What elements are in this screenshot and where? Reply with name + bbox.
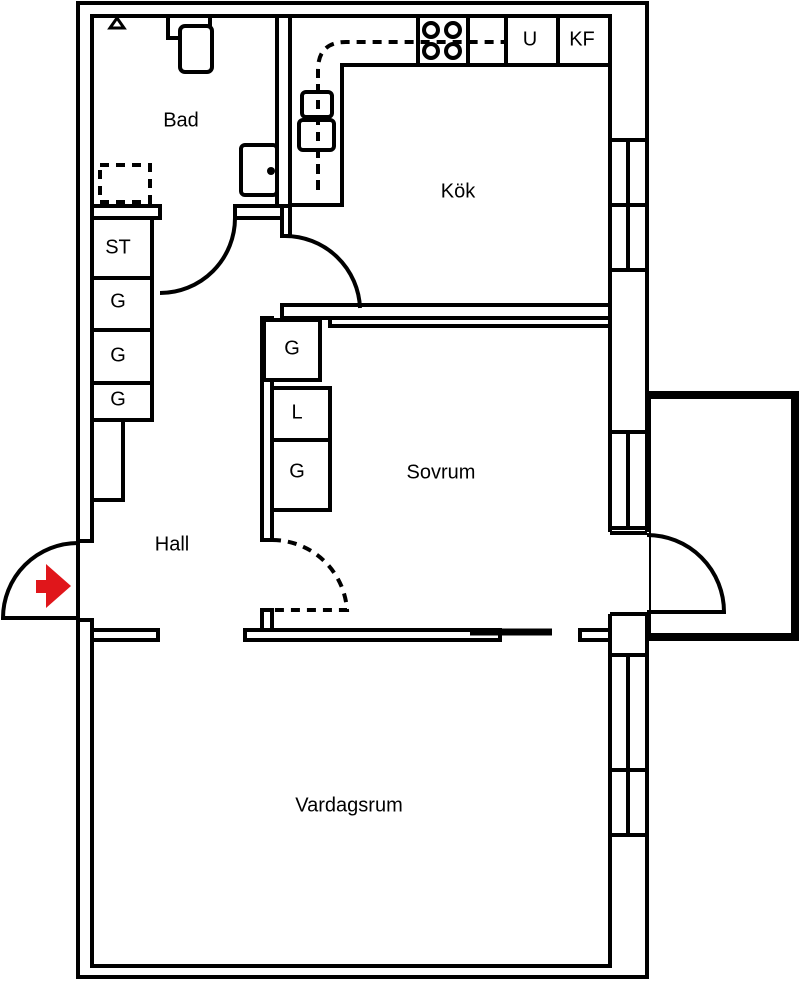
room-label-kitchen: Kök (440, 180, 476, 203)
closet-label: L (291, 401, 303, 424)
washbasin-icon (239, 143, 279, 197)
kitchen-door (284, 233, 362, 309)
bathroom-door (159, 217, 237, 295)
room-label-bedroom: Sovrum (406, 461, 476, 484)
room-label-living-room: Vardagsrum (295, 794, 403, 817)
closet-g (262, 318, 322, 382)
outer-walls (76, 1, 649, 979)
bedroom-door (271, 537, 350, 612)
closet-label: G (110, 344, 126, 367)
vent-icon (107, 15, 127, 30)
entrance-door (0, 541, 79, 620)
sink-icon (297, 84, 336, 190)
freezer-label: KF (569, 28, 595, 51)
closet-label: G (110, 290, 126, 313)
window (608, 653, 649, 837)
interior-walls (90, 14, 612, 642)
hall-closets (90, 216, 154, 502)
closet-label: G (289, 460, 305, 483)
stove-icon (422, 21, 462, 60)
window (608, 138, 649, 272)
closet-label: ST (105, 236, 131, 259)
room-label-bathroom: Bad (163, 109, 199, 132)
shower-area (98, 163, 152, 204)
closet-label: G (284, 337, 300, 360)
window (608, 430, 649, 530)
closet-g (270, 438, 332, 512)
room-label-hall: Hall (154, 533, 190, 556)
closet-label: G (110, 388, 126, 411)
balcony (643, 391, 799, 641)
balcony-door (646, 533, 727, 614)
entrance-arrow-icon (36, 564, 71, 608)
fridge-label: U (522, 28, 538, 51)
